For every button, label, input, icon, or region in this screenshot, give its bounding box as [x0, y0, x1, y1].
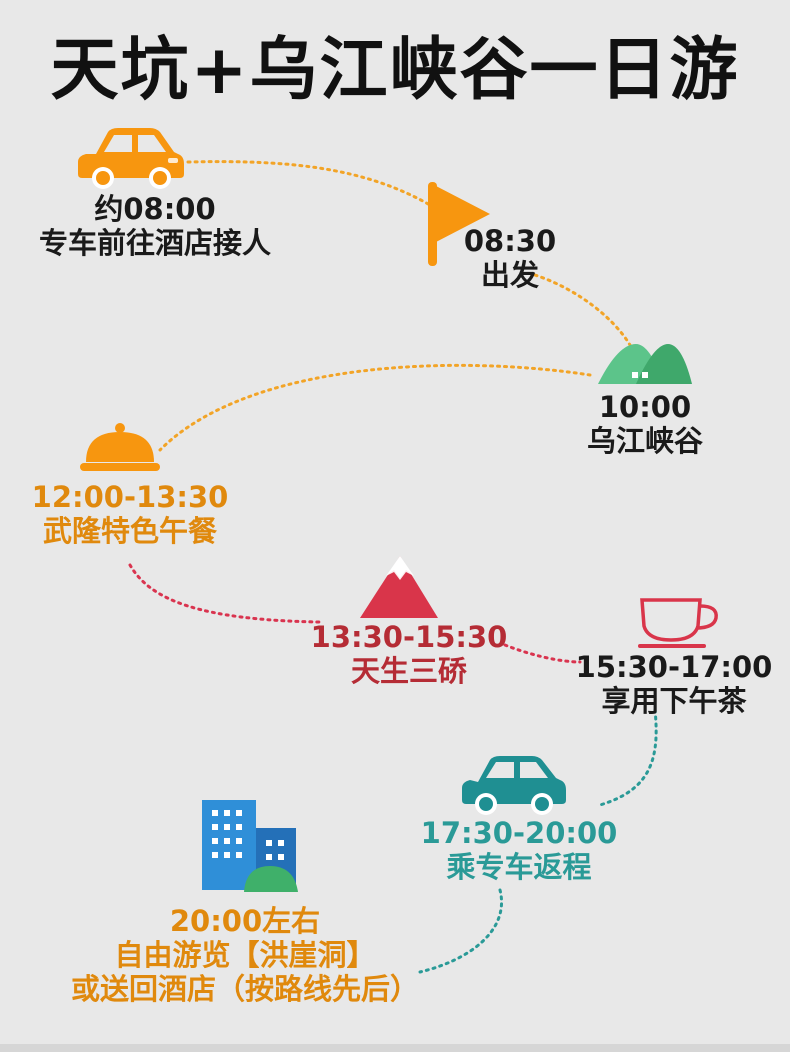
stop-2-desc: 出发	[480, 258, 539, 292]
mountain-icon	[598, 344, 692, 384]
food-cloche-icon	[80, 423, 160, 471]
stop-2-time: 08:30	[463, 224, 557, 258]
stop-4-desc: 武隆特色午餐	[42, 514, 217, 548]
stop-3-desc: 乌江峡谷	[586, 424, 703, 458]
stop-8-label: 20:00左右 自由游览【洪崖洞】 或送回酒店（按路线先后）	[30, 904, 460, 1006]
car-icon	[78, 128, 184, 189]
stop-1-desc: 专车前往酒店接人	[38, 226, 271, 260]
stop-8-desc: 自由游览【洪崖洞】	[114, 938, 376, 972]
page-title: 天坑+乌江峡谷一日游	[50, 31, 740, 110]
stop-6-label: 15:30-17:00 享用下午茶	[568, 650, 780, 718]
stop-7-desc: 乘专车返程	[446, 850, 592, 884]
stop-8-desc2: 或送回酒店（按路线先后）	[70, 972, 419, 1006]
stop-1-time: 约08:00	[94, 192, 216, 226]
stop-4-time: 12:00-13:30	[31, 480, 229, 514]
stop-4-label: 12:00-13:30 武隆特色午餐	[20, 480, 240, 548]
city-buildings-icon	[202, 800, 298, 892]
route-line-6	[598, 708, 658, 807]
stop-6-desc: 享用下午茶	[601, 684, 747, 718]
stop-7-time: 17:30-20:00	[420, 816, 618, 850]
stop-5-desc: 天生三硚	[350, 654, 467, 688]
bottom-divider	[0, 1044, 790, 1052]
stop-3-time: 10:00	[598, 390, 692, 424]
coffee-cup-icon	[638, 598, 718, 648]
stop-7-label: 17:30-20:00 乘专车返程	[410, 816, 628, 884]
route-line-4	[128, 563, 322, 624]
stop-2-label: 08:30 出发	[450, 224, 570, 292]
stop-8-time: 20:00左右	[169, 904, 321, 938]
route-line-3	[158, 363, 592, 452]
flag-icon	[428, 182, 490, 266]
snow-mountain-icon	[360, 556, 438, 618]
route-line-1	[186, 160, 432, 207]
route-line-5	[503, 643, 582, 664]
stop-1-label: 约08:00 专车前往酒店接人	[10, 192, 300, 260]
stop-3-label: 10:00 乌江峡谷	[560, 390, 730, 458]
route-line-2	[533, 273, 632, 347]
car-icon	[462, 756, 566, 815]
stop-5-time: 13:30-15:30	[310, 620, 508, 654]
stop-6-time: 15:30-17:00	[575, 650, 773, 684]
stop-5-label: 13:30-15:30 天生三硚	[300, 620, 518, 688]
route-line-7	[418, 888, 503, 974]
